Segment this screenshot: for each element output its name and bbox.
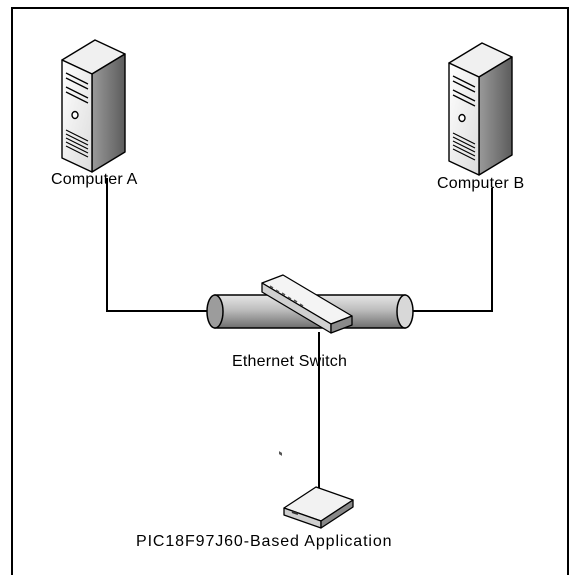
- connection-lines: [106, 178, 493, 490]
- link-computer-b: [407, 188, 493, 312]
- ethernet-switch-icon: [261, 274, 353, 456]
- application-label: PIC18F97J60-Based Application: [136, 533, 393, 550]
- computer-b-icon: [448, 42, 513, 176]
- computer-b-label: Computer B: [437, 175, 525, 192]
- link-computer-a: [106, 178, 215, 312]
- computer-a-label: Computer A: [51, 171, 138, 188]
- computer-a-icon: [61, 39, 126, 173]
- ethernet-switch-label: Ethernet Switch: [232, 353, 348, 370]
- application-device-icon: [283, 486, 354, 529]
